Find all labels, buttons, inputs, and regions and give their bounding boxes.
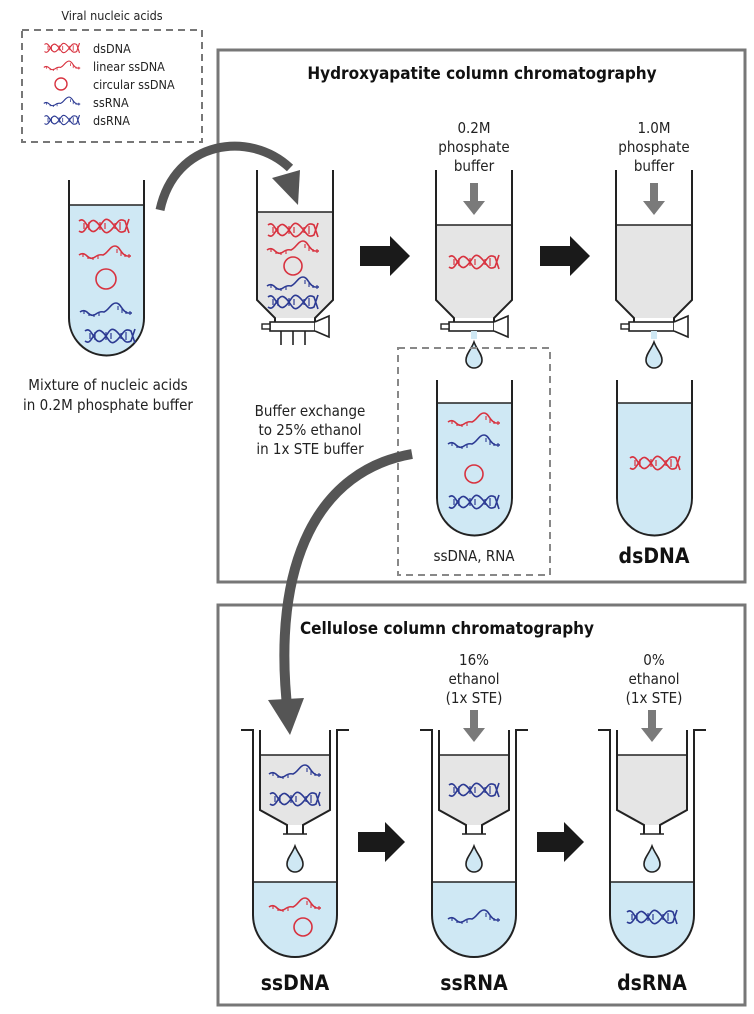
droplet-icon bbox=[643, 843, 661, 873]
fraction-label: ssRNA bbox=[440, 971, 508, 995]
legend-label: linear ssDNA bbox=[93, 59, 165, 74]
ssdna-strand-icon bbox=[43, 60, 81, 72]
flow-arrow-icon bbox=[641, 710, 663, 742]
exchange-label: Buffer exchange bbox=[255, 402, 366, 420]
cellulose-panel bbox=[216, 603, 747, 1007]
eluent-label: 0% bbox=[643, 651, 665, 669]
flow-arrow-icon bbox=[643, 183, 665, 215]
buffer-label: buffer bbox=[454, 157, 495, 175]
legend-label: dsRNA bbox=[93, 113, 130, 128]
circular-ssdna-molecule bbox=[283, 256, 303, 276]
step-arrow bbox=[358, 822, 405, 862]
circular-ssdna-molecule bbox=[95, 268, 117, 290]
flow-arrow-icon bbox=[463, 183, 485, 215]
hydroxyapatite-panel bbox=[216, 48, 747, 584]
fraction-tube-dsdna bbox=[616, 380, 693, 537]
legend: Viral nucleic acids dsDNA linear ssDNA c… bbox=[21, 8, 203, 143]
eluent-label: (1x STE) bbox=[626, 689, 683, 707]
circular-ssdna-molecule bbox=[464, 464, 484, 484]
droplet-icon bbox=[286, 843, 304, 873]
step-arrow bbox=[540, 236, 590, 276]
hydroxyapatite-column bbox=[615, 170, 693, 369]
hydroxyapatite-title: Hydroxyapatite column chromatography bbox=[307, 64, 656, 84]
legend-label: dsDNA bbox=[93, 41, 131, 56]
eluent-label: ethanol bbox=[629, 670, 680, 688]
legend-label: circular ssDNA bbox=[93, 77, 175, 92]
buffer-label: 0.2M bbox=[457, 119, 490, 137]
fraction-label: ssDNA bbox=[261, 971, 330, 995]
buffer-label: phosphate bbox=[438, 138, 509, 156]
fraction-label: ssDNA, RNA bbox=[433, 547, 515, 565]
fraction-label: dsDNA bbox=[619, 544, 690, 568]
ssrna-strand-icon bbox=[43, 96, 81, 108]
dsrna-helix-icon bbox=[43, 114, 81, 126]
droplet-icon bbox=[645, 339, 663, 369]
circular-ssdna-molecule bbox=[293, 917, 313, 937]
fraction-tube-ssdna-rna bbox=[436, 380, 513, 537]
dsdna-helix-icon bbox=[43, 42, 81, 54]
legend-box bbox=[21, 29, 203, 143]
droplet-icon bbox=[465, 339, 483, 369]
cellulose-column bbox=[598, 710, 706, 958]
transfer-arrowhead bbox=[272, 170, 300, 205]
legend-label: ssRNA bbox=[93, 95, 129, 110]
fraction-label: dsRNA bbox=[617, 971, 687, 995]
legend-title: Viral nucleic acids bbox=[61, 8, 162, 23]
cellulose-column bbox=[420, 710, 528, 958]
transfer-arrow bbox=[279, 449, 413, 716]
stopcock-icon bbox=[261, 314, 330, 339]
mixture-label: in 0.2M phosphate buffer bbox=[23, 396, 193, 414]
mixture-label: Mixture of nucleic acids bbox=[28, 376, 187, 394]
circle-icon bbox=[54, 77, 68, 91]
exchange-label: in 1x STE buffer bbox=[256, 440, 364, 458]
droplet-icon bbox=[465, 843, 483, 873]
eluent-label: 16% bbox=[459, 651, 489, 669]
buffer-label: 1.0M bbox=[637, 119, 670, 137]
cellulose-column bbox=[241, 729, 349, 958]
flow-arrow-icon bbox=[463, 710, 485, 742]
eluent-label: ethanol bbox=[449, 670, 500, 688]
transfer-arrow bbox=[155, 141, 294, 212]
cellulose-title: Cellulose column chromatography bbox=[300, 619, 594, 639]
step-arrow bbox=[537, 822, 584, 862]
step-arrow bbox=[360, 236, 410, 276]
transfer-arrowhead bbox=[268, 698, 304, 735]
mixture-tube bbox=[68, 180, 145, 357]
buffer-label: phosphate bbox=[618, 138, 689, 156]
exchange-label: to 25% ethanol bbox=[258, 421, 361, 439]
buffer-label: buffer bbox=[634, 157, 675, 175]
eluent-label: (1x STE) bbox=[446, 689, 503, 707]
fraction-highlight-box bbox=[397, 347, 551, 576]
hydroxyapatite-column bbox=[435, 170, 513, 369]
hydroxyapatite-column bbox=[256, 170, 334, 345]
